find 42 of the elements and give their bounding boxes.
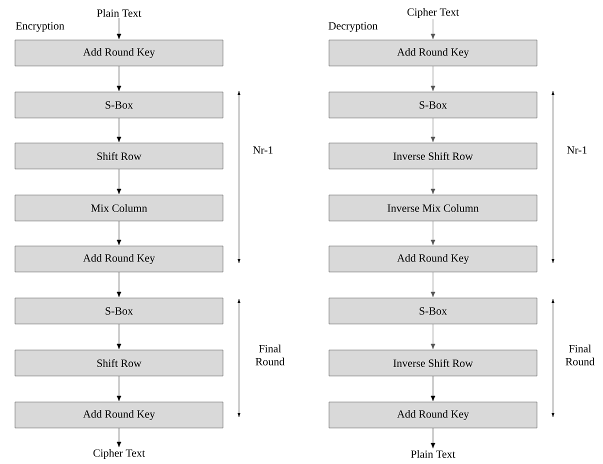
arrow (116, 376, 122, 402)
process-box: Inverse Shift Row (328, 350, 538, 376)
arrow (116, 272, 122, 298)
process-box: Add Round Key (328, 246, 538, 272)
process-box: Add Round Key (328, 40, 538, 66)
process-box: S-Box (328, 92, 538, 118)
process-box: S-Box (14, 298, 224, 324)
text-label: Cipher Text (407, 8, 459, 18)
arrow (430, 66, 436, 92)
arrow (430, 169, 436, 194)
side-label: Nr-1 (567, 146, 587, 154)
process-box: Shift Row (14, 142, 224, 170)
process-box: Add Round Key (328, 402, 538, 428)
arrow (430, 118, 436, 142)
text-label: Plain Text (96, 9, 142, 17)
arrow (116, 169, 122, 194)
arrow (430, 221, 436, 246)
process-box: Add Round Key (14, 402, 224, 428)
process-box: S-Box (14, 92, 224, 118)
side-label: Final Round (256, 344, 285, 366)
arrow (116, 118, 122, 142)
arrow (430, 324, 436, 350)
process-box: S-Box (328, 298, 538, 324)
side-label: Final Round (566, 344, 595, 366)
text-label: Cipher Text (93, 449, 145, 459)
arrow (116, 66, 122, 92)
arrow (430, 272, 436, 298)
text-label: Plain Text (410, 450, 456, 458)
arrow (430, 428, 436, 448)
process-box: Shift Row (14, 350, 224, 376)
process-box: Inverse Shift Row (328, 142, 538, 170)
arrow (430, 18, 436, 40)
arrow (116, 18, 122, 40)
side-label: Nr-1 (253, 146, 273, 154)
process-box: Mix Column (14, 194, 224, 222)
process-box: Add Round Key (14, 246, 224, 272)
arrow (116, 428, 122, 448)
process-box: Inverse Mix Column (328, 194, 538, 222)
arrow (116, 221, 122, 246)
arrow (430, 376, 436, 402)
arrow (116, 324, 122, 350)
process-box: Add Round Key (14, 40, 224, 66)
